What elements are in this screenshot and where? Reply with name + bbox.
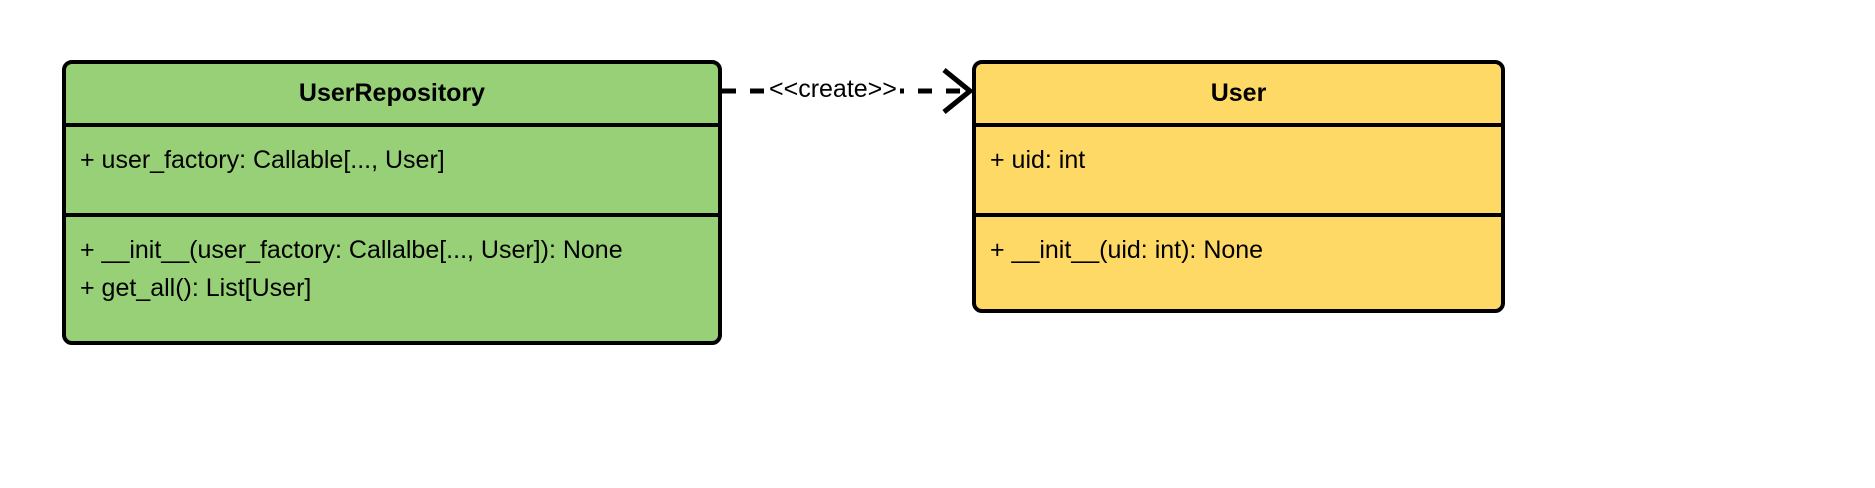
class-name-user: User [1210,78,1267,107]
methods-compartment-userrepository: + __init__(user_factory: Callalbe[..., U… [66,213,718,341]
uml-class-user[interactable]: User + uid: int + __init__(uid: int): No… [972,60,1505,313]
attributes-compartment-userrepository: + user_factory: Callable[..., User] [66,123,718,213]
method-row: + __init__(user_factory: Callalbe[..., U… [80,236,623,264]
class-name-userrepository: UserRepository [298,78,486,107]
methods-compartment-user: + __init__(uid: int): None [976,213,1501,309]
dependency-stereotype-label: <<create>> [766,75,900,104]
attribute-row: + user_factory: Callable[..., User] [80,146,445,174]
method-row: + get_all(): List[User] [80,274,312,302]
attribute-row: + uid: int [990,146,1086,174]
uml-class-userrepository[interactable]: UserRepository + user_factory: Callable[… [62,60,722,345]
method-row: + __init__(uid: int): None [990,236,1264,264]
attributes-compartment-user: + uid: int [976,123,1501,213]
